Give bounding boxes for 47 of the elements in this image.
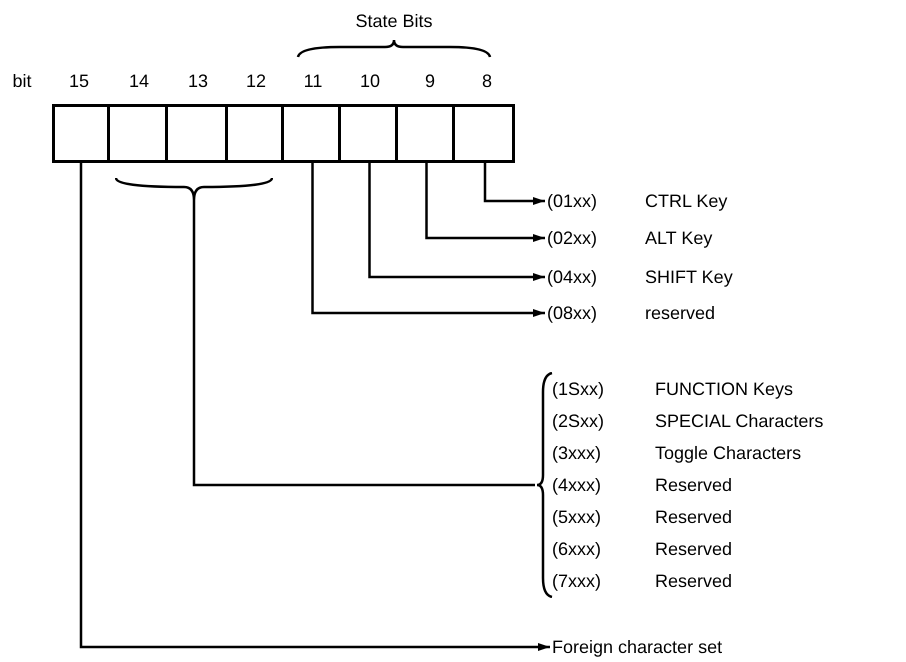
bit-cell (165, 104, 228, 163)
hex-code: (3xxx) (552, 442, 602, 465)
key-label: Reserved (655, 506, 732, 528)
bit-number: 10 (360, 70, 380, 93)
arrow (484, 163, 545, 205)
hex-code: (6xxx) (552, 538, 602, 561)
key-label: SPECIAL Characters (655, 410, 824, 432)
hex-code: (08xx) (547, 302, 598, 325)
arrow (425, 163, 545, 242)
bit-cell (395, 104, 455, 163)
hex-code: (02xx) (547, 226, 598, 250)
key-label: Toggle Characters (655, 442, 802, 465)
key-label: reserved (645, 302, 716, 324)
bit-number: 13 (188, 70, 208, 93)
key-label: FUNCTION Keys (655, 378, 794, 401)
group-label: State Bits (355, 10, 433, 33)
hex-code: (4xxx) (552, 474, 602, 497)
bit-number: 15 (68, 70, 90, 93)
hex-code: (2Sxx) (552, 410, 606, 433)
bit-cell (452, 104, 515, 163)
bit-cell (107, 104, 168, 163)
key-label: Reserved (655, 538, 732, 560)
arrow (368, 163, 545, 281)
bit-number: 14 (128, 70, 150, 93)
brace (115, 177, 273, 200)
hex-code: (5xxx) (552, 506, 602, 529)
key-label: CTRL Key (645, 190, 728, 213)
bit-number: 12 (246, 70, 266, 93)
arrow (80, 163, 550, 651)
bit-cell (225, 104, 284, 163)
key-label: Reserved (655, 474, 732, 496)
bit-number: 11 (304, 70, 322, 93)
hex-code: (04xx) (547, 266, 598, 289)
bit-number: 9 (425, 70, 435, 93)
hex-code: (1Sxx) (552, 378, 606, 401)
row-label: bit (12, 70, 32, 93)
key-label: Reserved (655, 570, 732, 592)
output-label: Foreign character set (552, 636, 722, 659)
hex-code: (7xxx) (552, 570, 602, 593)
bit-cell (281, 104, 341, 163)
bit-number: 8 (482, 70, 492, 93)
hex-code: (01xx) (547, 190, 598, 213)
arrow (311, 163, 545, 317)
key-label: ALT Key (645, 226, 712, 250)
bit-cell (338, 104, 398, 163)
bit-cell (52, 104, 110, 163)
key-label: SHIFT Key (645, 266, 733, 289)
